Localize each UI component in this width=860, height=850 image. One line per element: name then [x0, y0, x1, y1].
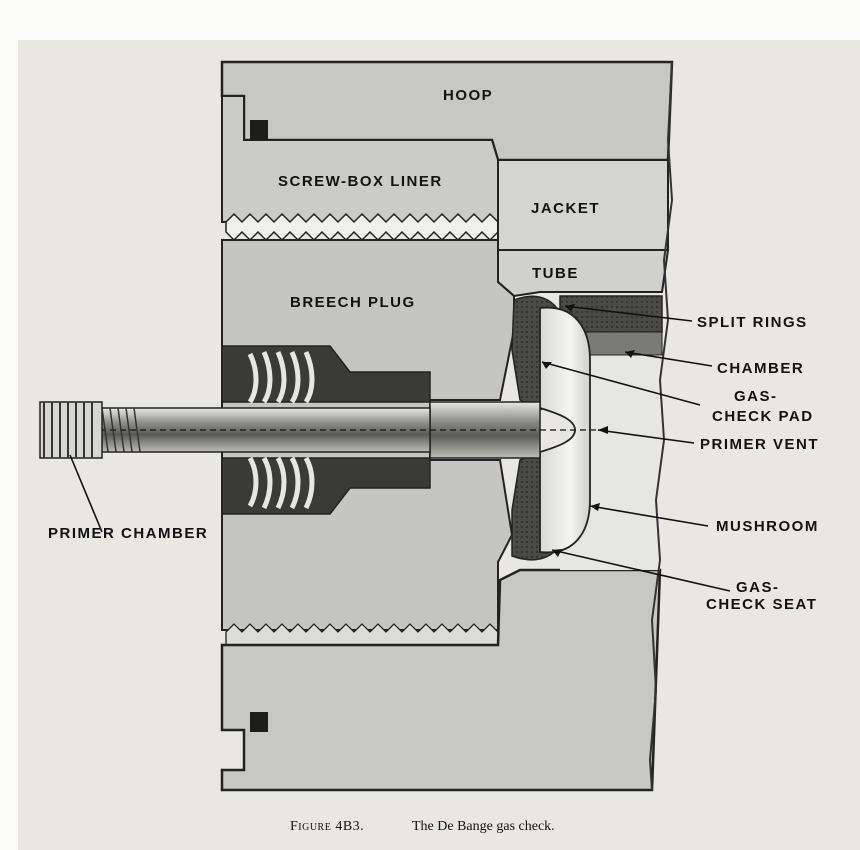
label-jacket: JACKET [531, 200, 600, 217]
label-mushroom: MUSHROOM [716, 518, 819, 535]
plug-recess [221, 345, 431, 403]
torn-edge [648, 61, 674, 791]
label-gas-check-seat-line2: CHECK SEAT [706, 596, 817, 613]
rod-threads [101, 407, 141, 453]
label-primer-vent: PRIMER VENT [700, 436, 819, 453]
jacket-section [497, 159, 669, 251]
plug-recess-lower [221, 457, 431, 515]
leader-lines [69, 305, 731, 592]
caption-figure-number: Figure 4B3. [290, 819, 364, 834]
primer-chamber-threads [43, 402, 93, 458]
hoop-key-top [250, 120, 268, 140]
label-gas-check-pad-line2: CHECK PAD [712, 408, 814, 425]
obturator-threads-bottom [247, 456, 315, 510]
label-breech-plug: BREECH PLUG [290, 294, 416, 311]
arrow-gas-check-seat [552, 549, 562, 557]
label-screw-box-liner: SCREW-BOX LINER [278, 173, 443, 190]
caption-text: The De Bange gas check. [412, 819, 555, 834]
tube-section [497, 249, 670, 298]
arrow-mushroom [590, 503, 600, 511]
label-hoop: HOOP [443, 87, 493, 104]
arrow-split-rings [565, 304, 575, 312]
arrow-gas-check-pad [542, 362, 552, 369]
label-gas-check-pad-line1: GAS- [734, 388, 778, 405]
arrow-chamber [625, 350, 635, 358]
label-tube: TUBE [532, 265, 579, 282]
label-split-rings: SPLIT RINGS [697, 314, 808, 331]
label-chamber: CHAMBER [717, 360, 804, 377]
liner-threads [225, 212, 499, 242]
hoop-section-lower [220, 568, 662, 792]
arrow-primer-vent [598, 426, 608, 434]
lower-liner-threads [225, 623, 499, 646]
obturator-threads-top [247, 350, 315, 404]
mushroom-head [539, 306, 591, 554]
hoop-key-bottom [250, 712, 268, 732]
label-primer-chamber: PRIMER CHAMBER [48, 525, 208, 542]
label-gas-check-seat-line1: GAS- [736, 579, 780, 596]
